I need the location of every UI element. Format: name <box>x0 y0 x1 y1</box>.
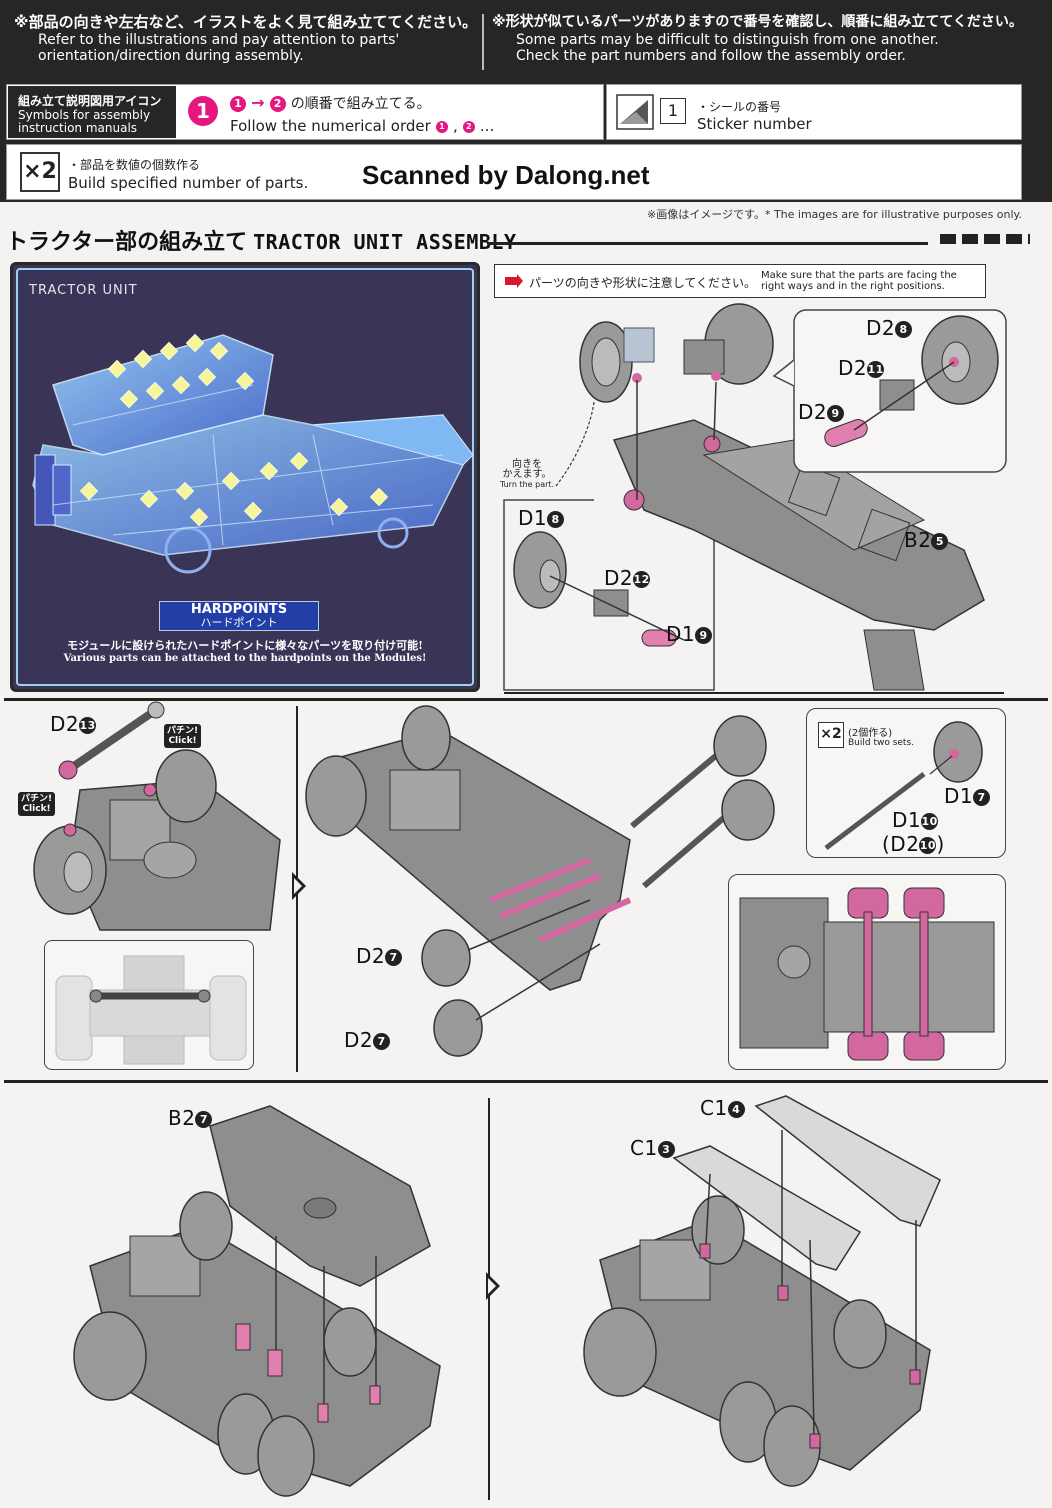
rule-row-1 <box>4 698 1048 701</box>
order-badge-2: 2 <box>269 95 286 112</box>
label-d2-12: D212 <box>604 566 651 590</box>
hardpoints-note-en: Various parts can be attached to the har… <box>63 653 427 664</box>
note-right-en-2: Check the part numbers and follow the as… <box>516 48 906 64</box>
caution-arrow-icon <box>505 274 523 288</box>
step-axles-diagram <box>305 705 775 1057</box>
order-badge-1: 1 <box>230 95 246 112</box>
label-d1-10: D110 <box>892 808 939 832</box>
label-d2-10: (D210) <box>882 832 945 856</box>
sticker-number-box: 1 <box>660 98 686 124</box>
section-rule-tip <box>940 234 1030 244</box>
rule-step-a <box>504 692 1004 694</box>
hardpoints-badge: HARDPOINTS ハードポイント <box>159 601 319 631</box>
note-left-en-1: Refer to the illustrations and pay atten… <box>38 32 400 48</box>
tractor-unit-panel: TRACTOR UNIT <box>10 262 480 692</box>
underside-view-image <box>739 887 995 1061</box>
tractor-unit-label: TRACTOR UNIT <box>29 283 138 298</box>
sticker-jp: ・シールの番号 <box>697 100 782 114</box>
note-right-jp: ※形状が似ているパーツがありますので番号を確認し、順番に組み立ててください。 <box>492 14 1023 30</box>
build-two-image <box>824 721 983 850</box>
order-dots: ... <box>479 117 495 135</box>
step-b2-cover-diagram <box>73 1105 441 1497</box>
order-en: Follow the numerical order <box>230 117 431 135</box>
build-two-jp: (2個作る) <box>848 728 893 739</box>
label-d2-11: D211 <box>838 356 885 380</box>
next-step-arrow-1 <box>292 872 306 900</box>
click-callout-1: パチン!Click! <box>164 724 202 748</box>
rule-row-2 <box>4 1080 1048 1083</box>
order-line-en: Follow the numerical order 1 , 2 ... <box>230 117 495 135</box>
sticker-en: Sticker number <box>697 115 812 133</box>
legend-title: 組み立て説明図用アイコン Symbols for assembly instru… <box>8 86 176 138</box>
label-d2-13: D213 <box>50 712 97 736</box>
sticker-icon <box>616 94 654 130</box>
step-number-icon: 1 <box>188 96 218 126</box>
legend-multiple-box <box>6 144 1022 200</box>
step-c1-plates-diagram <box>583 1095 941 1487</box>
build-two-en: Build two sets. <box>848 738 915 748</box>
note-left: ※部品の向きや左右など、イラストをよく見て組み立ててください。 Refer to… <box>14 12 477 64</box>
arrow-icon: → <box>251 93 265 112</box>
legend-title-en-1: Symbols for assembly <box>18 108 151 122</box>
tractor-hologram-image <box>32 333 474 574</box>
disclaimer: ※画像はイメージです。* The images are for illustra… <box>647 208 1022 221</box>
header-notes: ※部品の向きや左右など、イラストをよく見て組み立ててください。 Refer to… <box>0 0 1052 78</box>
section-rule <box>488 242 928 245</box>
hardpoints-jp: ハードポイント <box>200 616 278 629</box>
header-divider <box>482 14 484 70</box>
caution-jp: パーツの向きや形状に注意してください。 <box>529 276 757 290</box>
legend-title-jp: 組み立て説明図用アイコン <box>18 94 162 108</box>
legend-title-en-2: instruction manuals <box>18 121 138 135</box>
note-left-jp: ※部品の向きや左右など、イラストをよく見て組み立ててください。 <box>14 13 478 31</box>
next-step-arrow-2 <box>486 1272 500 1300</box>
section-title-jp: トラクター部の組み立て <box>6 229 248 255</box>
order-en-badge-1: 1 <box>435 120 448 133</box>
note-right-en-1: Some parts may be difficult to distingui… <box>516 32 939 48</box>
hardpoints-note-jp: モジュールに設けられたハードポイントに様々なパーツを取り付け可能! <box>67 639 423 652</box>
order-jp: の順番で組み立てる。 <box>290 96 431 112</box>
click-callout-2: パチン!Click! <box>18 792 56 816</box>
build-two-icon: ×2 <box>818 722 844 748</box>
link-rod-result-image <box>55 955 247 1065</box>
multiple-jp: ・部品を数値の個数作る <box>68 158 201 172</box>
order-line-jp: 1 → 2 の順番で組み立てる。 <box>230 93 431 113</box>
note-right: ※形状が似ているパーツがありますので番号を確認し、順番に組み立ててください。 S… <box>492 12 1023 64</box>
hardpoints-en: HARDPOINTS <box>190 602 288 617</box>
section-title-en: TRACTOR UNIT ASSEMBLY <box>253 230 517 254</box>
turn-part-note: 向きを かえます。 Turn the part. <box>499 459 555 490</box>
note-left-en-2: orientation/direction during assembly. <box>38 48 304 64</box>
scan-watermark: Scanned by Dalong.net <box>362 160 650 190</box>
step-front-wheels-diagram <box>503 303 1007 691</box>
multiple-en: Build specified number of parts. <box>68 174 309 192</box>
caution-box: パーツの向きや形状に注意してください。 Make sure that the p… <box>494 264 986 298</box>
order-en-badge-2: 2 <box>462 120 475 133</box>
caution-en: Make sure that the parts are facing the … <box>761 270 957 292</box>
multiply-icon: ×2 <box>20 152 60 192</box>
step-link-rod-diagram <box>33 701 281 931</box>
